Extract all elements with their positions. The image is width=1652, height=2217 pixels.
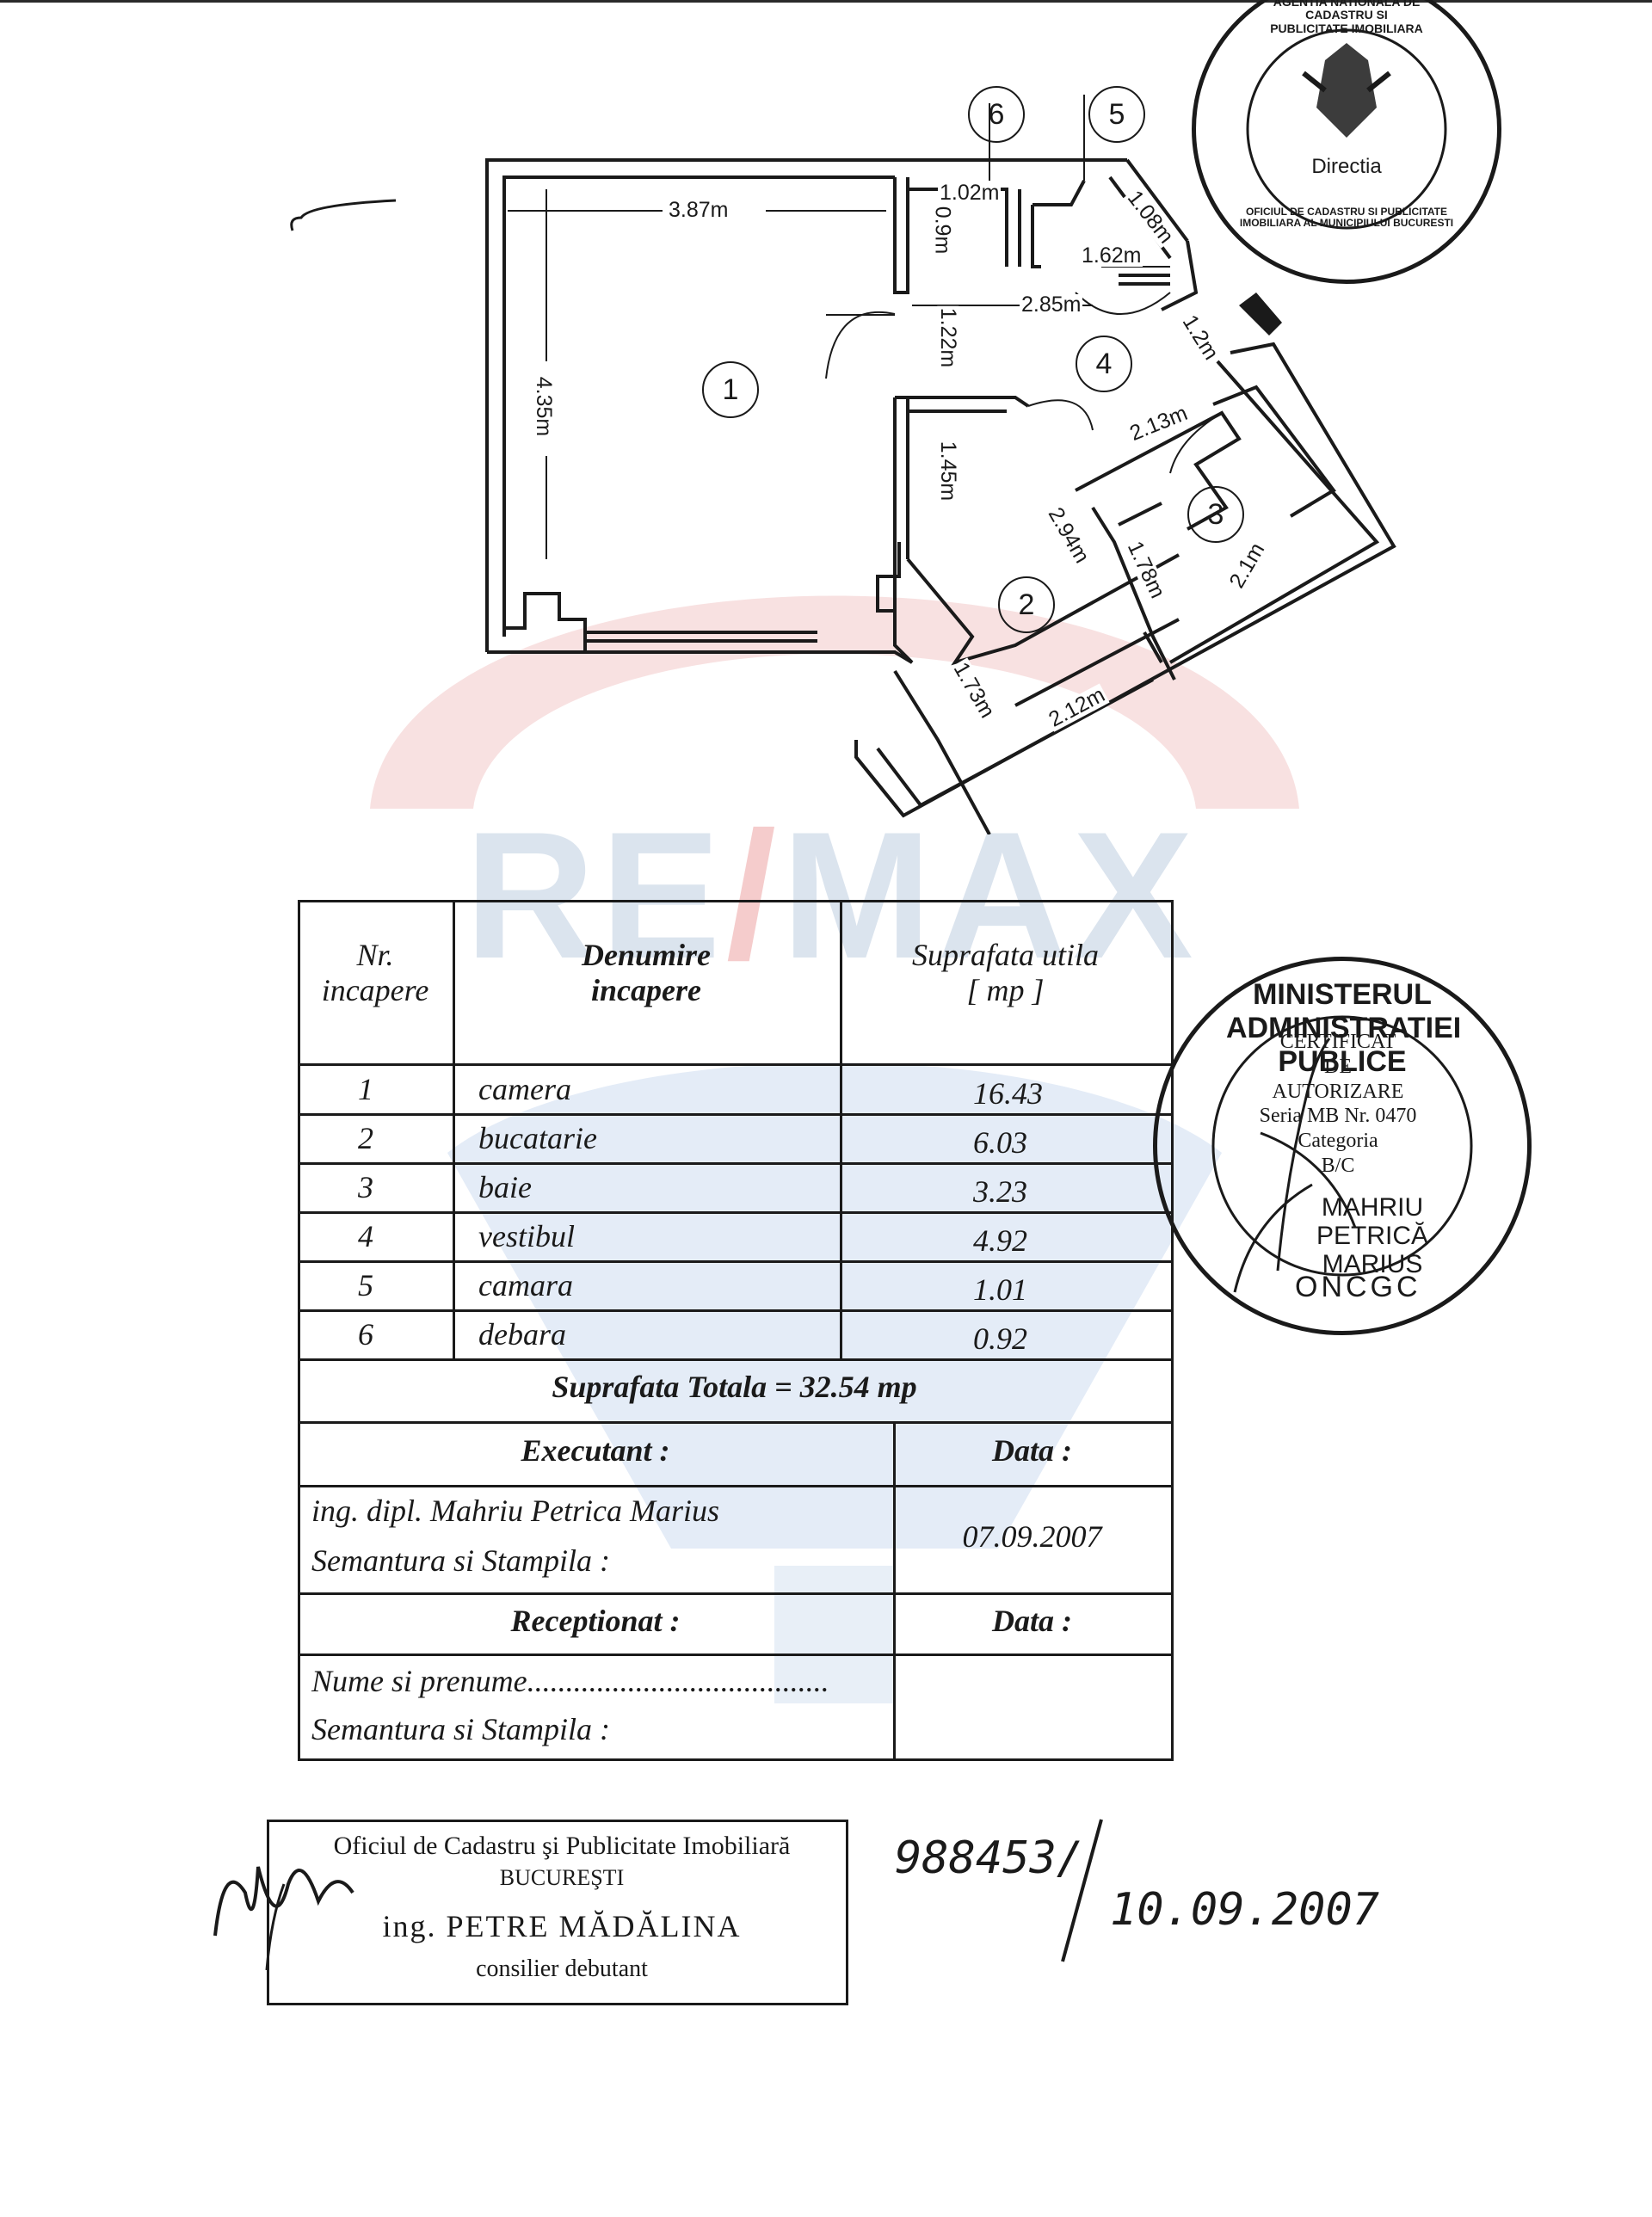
executant-signature-label: Semantura si Stampila : bbox=[311, 1543, 610, 1578]
ministry-stamp-certificate: CERTIFICAT DE AUTORIZARE Seria MB Nr. 04… bbox=[1259, 1031, 1417, 1177]
row-6-area: 0.92 bbox=[973, 1321, 1027, 1356]
row-4-nr: 4 bbox=[358, 1219, 373, 1253]
floor-plan-drawing bbox=[485, 95, 1396, 835]
header-name: Denumire incapere bbox=[581, 938, 711, 1008]
receptionat-name: Nume si prenume.........................… bbox=[311, 1664, 829, 1698]
office-stamp: Oficiul de Cadastru şi Publicitate Imobi… bbox=[267, 1820, 848, 2005]
dim-room6-height: 0.9m bbox=[930, 204, 955, 256]
office-stamp-line-4: consilier debutant bbox=[476, 1955, 648, 1982]
header-nr: Nr. incapere bbox=[321, 938, 429, 1008]
room-number-1: 1 bbox=[702, 361, 759, 418]
executant-date: 07.09.2007 bbox=[962, 1519, 1102, 1554]
ancpi-stamp-text-2: OFICIUL DE CADASTRU SI PUBLICITATE IMOBI… bbox=[1239, 206, 1454, 230]
pen-mark bbox=[290, 199, 397, 231]
room-number-3: 3 bbox=[1187, 486, 1244, 543]
row-2-name: bucatarie bbox=[478, 1121, 597, 1155]
dim-hall-width: 2.85m bbox=[1020, 293, 1083, 317]
ministry-stamp-oncgc: ONCGC bbox=[1295, 1271, 1421, 1303]
dim-room5-b: 1.62m bbox=[1080, 243, 1143, 268]
row-5-area: 1.01 bbox=[973, 1272, 1027, 1307]
handwritten-signature bbox=[213, 1866, 354, 1971]
ministry-stamp: MINISTERUL ADMINISTRATIEI PUBLICE CERTIF… bbox=[1153, 957, 1532, 1335]
room-area-table: Nr. incapere Denumire incapere Suprafata… bbox=[298, 900, 1174, 1761]
receptionat-signature-label: Semantura si Stampila : bbox=[311, 1712, 610, 1746]
room-number-5: 5 bbox=[1088, 86, 1145, 143]
row-3-name: baie bbox=[478, 1170, 532, 1204]
ancpi-stamp-text-3: Directia bbox=[1311, 155, 1382, 178]
dim-room2-a: 1.45m bbox=[936, 439, 961, 503]
row-1-area: 16.43 bbox=[973, 1076, 1043, 1111]
room-number-2: 2 bbox=[998, 576, 1055, 633]
receptionat-date-label: Data : bbox=[992, 1604, 1072, 1638]
handwritten-number: 988453/ bbox=[895, 1832, 1084, 1884]
row-5-nr: 5 bbox=[358, 1268, 373, 1302]
office-stamp-line-3: ing. PETRE MĂDĂLINA bbox=[382, 1909, 742, 1943]
dim-room6-width: 1.02m bbox=[938, 181, 1002, 205]
ministry-stamp-ring bbox=[1211, 1015, 1473, 1293]
receptionat-label: Receptionat : bbox=[510, 1604, 681, 1638]
executant-label: Executant : bbox=[521, 1433, 670, 1468]
row-5-name: camara bbox=[478, 1268, 573, 1302]
dim-room1-height: 4.35m bbox=[532, 374, 557, 439]
handwritten-slash bbox=[1061, 1819, 1103, 1962]
row-6-name: debara bbox=[478, 1317, 566, 1352]
total-area: Suprafata Totala = 32.54 mp bbox=[552, 1370, 917, 1404]
row-1-nr: 1 bbox=[358, 1072, 373, 1106]
room-number-4: 4 bbox=[1076, 336, 1132, 392]
dim-hall-door: 1.22m bbox=[936, 305, 961, 370]
ancpi-stamp-ring bbox=[1246, 28, 1447, 230]
ancpi-stamp: AGENTIA NATIONALA DE CADASTRU SI PUBLICI… bbox=[1192, 0, 1501, 284]
office-stamp-line-2: BUCUREŞTI bbox=[499, 1865, 625, 1890]
ministry-stamp-holder: MAHRIU PETRICĂ MARIUS bbox=[1316, 1193, 1429, 1278]
row-3-nr: 3 bbox=[358, 1170, 373, 1204]
room-number-6: 6 bbox=[968, 86, 1025, 143]
top-border bbox=[0, 0, 1652, 3]
row-2-area: 6.03 bbox=[973, 1125, 1027, 1160]
floor-plan: 1 2 3 4 5 6 3.87m 4.35m 1.02m 0.9m 1.08m… bbox=[215, 77, 1506, 835]
row-4-name: vestibul bbox=[478, 1219, 575, 1253]
row-2-nr: 2 bbox=[358, 1121, 373, 1155]
row-1-name: camera bbox=[478, 1072, 571, 1106]
row-6-nr: 6 bbox=[358, 1317, 373, 1352]
header-area: Suprafata utila [ mp ] bbox=[911, 938, 1100, 1008]
office-stamp-line-1: Oficiul de Cadastru şi Publicitate Imobi… bbox=[333, 1832, 791, 1860]
ministry-stamp-ring-text: MINISTERUL ADMINISTRATIEI PUBLICE bbox=[1226, 978, 1462, 1078]
executant-date-label: Data : bbox=[992, 1433, 1072, 1468]
executant-name: ing. dipl. Mahriu Petrica Marius bbox=[311, 1493, 719, 1528]
dim-room1-width: 3.87m bbox=[667, 198, 730, 222]
handwritten-date: 10.09.2007 bbox=[1110, 1884, 1380, 1936]
row-3-area: 3.23 bbox=[973, 1174, 1027, 1209]
row-4-area: 4.92 bbox=[973, 1223, 1027, 1258]
ancpi-stamp-text-1: AGENTIA NATIONALA DE CADASTRU SI PUBLICI… bbox=[1270, 0, 1423, 35]
